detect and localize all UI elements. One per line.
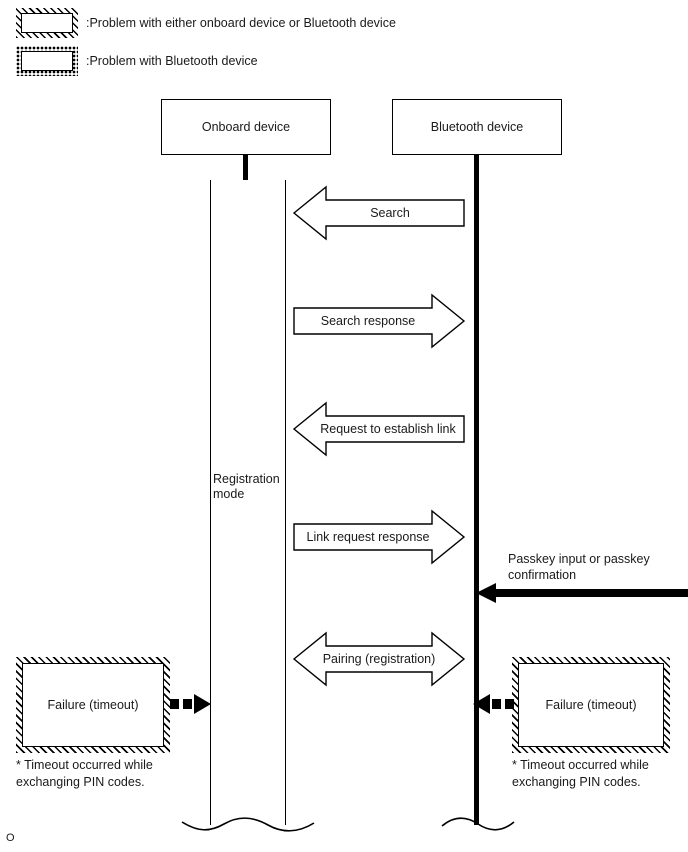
onboard-lifeline-break-icon: [181, 817, 315, 832]
registration-mode-column: [210, 180, 286, 825]
passkey-arrow-icon: [476, 583, 688, 603]
failure-note-bluetooth: * Timeout occurred while exchanging PIN …: [512, 758, 649, 789]
failure-label: Failure (timeout): [47, 698, 139, 712]
hatched-box-icon: [16, 8, 78, 38]
message-arrow-pairing: Pairing (registration): [292, 631, 466, 687]
failure-note-onboard: * Timeout occurred while exchanging PIN …: [16, 758, 153, 789]
message-label: Request to establish link: [320, 422, 456, 436]
failure-label: Failure (timeout): [545, 698, 637, 712]
message-label: Pairing (registration): [322, 652, 436, 666]
legend-label: :Problem with Bluetooth device: [86, 54, 258, 68]
bluetooth-lifeline-break-icon: [441, 817, 515, 831]
failure-box-onboard: Failure (timeout): [16, 657, 170, 753]
legend-item-bluetooth: :Problem with Bluetooth device: [16, 46, 258, 76]
corner-mark: O: [6, 832, 15, 844]
onboard-device-header: Onboard device: [161, 99, 331, 155]
bluetooth-device-title: Bluetooth device: [430, 120, 524, 134]
onboard-device-title: Onboard device: [201, 120, 291, 134]
legend-item-onboard-or-bluetooth: :Problem with either onboard device or B…: [16, 8, 396, 38]
bluetooth-lifeline: [474, 155, 479, 825]
onboard-lifeline-stem: [243, 155, 248, 181]
message-label: Search response: [320, 314, 416, 328]
legend-label: :Problem with either onboard device or B…: [86, 16, 396, 30]
failure-onboard-arrow-icon: [170, 694, 211, 714]
failure-box-bluetooth: Failure (timeout): [512, 657, 670, 753]
bluetooth-device-header: Bluetooth device: [392, 99, 562, 155]
failure-bluetooth-arrow-icon: [473, 694, 514, 714]
dotted-box-icon: [16, 46, 78, 76]
message-label: Link request response: [306, 530, 430, 544]
message-arrow-link-request-response: Link request response: [293, 509, 466, 565]
message-arrow-request-establish-link: Request to establish link: [292, 401, 465, 457]
message-arrow-search-response: Search response: [293, 293, 466, 349]
passkey-label: Passkey input or passkey confirmation: [508, 552, 650, 582]
registration-mode-label: Registration mode: [213, 472, 280, 501]
message-arrow-search: Search: [292, 185, 465, 241]
message-label: Search: [370, 206, 410, 220]
